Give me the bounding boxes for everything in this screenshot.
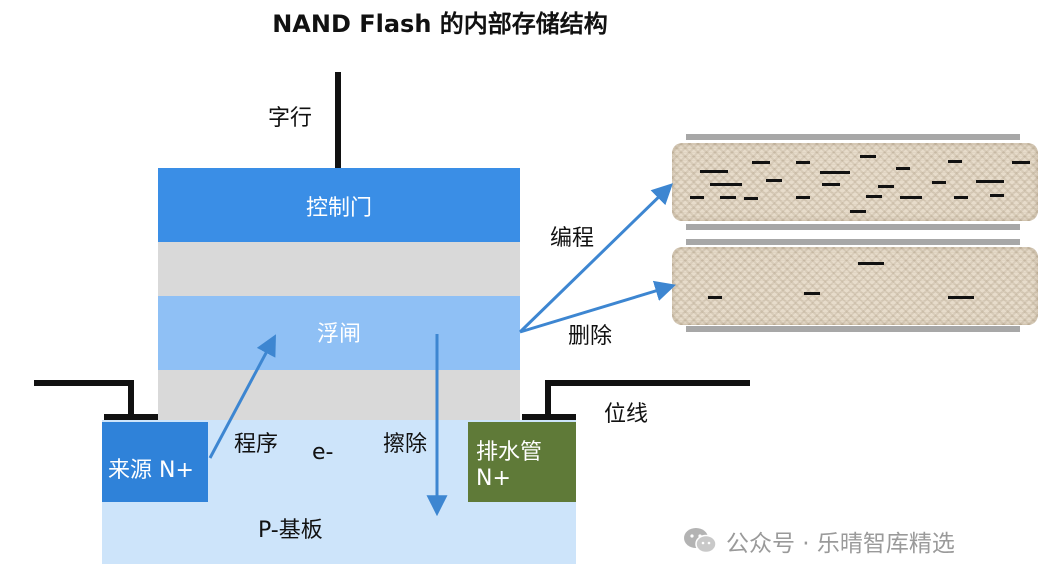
drain-label-line1: 排水管: [476, 440, 543, 465]
electron-mark: [866, 195, 882, 198]
electron-mark: [822, 183, 840, 186]
floating-gate-layer: 浮闸: [158, 296, 520, 370]
source-region: 来源 N+: [102, 422, 208, 502]
source-line-wire-h: [34, 380, 134, 386]
erased-label: 删除: [568, 324, 613, 349]
substrate-label: P-基板: [258, 518, 323, 543]
bit-line-wire-h: [545, 380, 750, 386]
floating-gate-label: 浮闸: [316, 322, 361, 347]
electron-mark: [710, 183, 742, 186]
electron-mark: [896, 167, 910, 170]
electron-mark: [820, 171, 850, 174]
control-gate-layer: 控制门: [158, 168, 520, 242]
electron-mark: [860, 155, 876, 158]
electron-mark: [900, 196, 922, 199]
electron-mark: [954, 196, 968, 199]
erased-panel-bottom-plate: [686, 326, 1020, 332]
source-contact: [104, 414, 158, 420]
diagram-title: NAND Flash 的内部存储结构: [272, 10, 608, 38]
electron-mark: [766, 179, 782, 182]
electron-mark: [796, 161, 810, 164]
electron-mark: [850, 210, 866, 213]
electron-mark: [858, 262, 884, 265]
electron-mark: [976, 180, 1004, 183]
upper-oxide-layer: [158, 242, 520, 296]
erased-state-panel: [672, 247, 1038, 325]
control-gate-label: 控制门: [305, 196, 372, 221]
bit-line-wire-v: [545, 380, 551, 416]
word-line-wire: [335, 72, 341, 168]
electron-mark: [878, 185, 894, 188]
electron-mark: [700, 170, 728, 173]
bit-line-label: 位线: [604, 402, 649, 427]
watermark: 公众号 · 乐晴智库精选: [682, 524, 955, 558]
to-programmed-arrow: [518, 183, 674, 334]
drain-region: 排水管 N+: [468, 422, 576, 502]
electron-mark: [804, 292, 820, 295]
source-line-wire-v: [128, 380, 134, 416]
programmed-label: 编程: [550, 226, 595, 251]
electron-mark: [932, 181, 946, 184]
watermark-text: 公众号 · 乐晴智库精选: [726, 531, 955, 557]
erase-label: 擦除: [383, 432, 428, 457]
program-label: 程序: [234, 432, 279, 457]
electron-mark: [720, 196, 736, 199]
electron-mark: [708, 296, 722, 299]
electron-mark: [990, 194, 1004, 197]
electron-mark: [744, 197, 758, 200]
electron-label: e-: [312, 440, 334, 465]
electron-mark: [948, 296, 974, 299]
electron-mark: [752, 161, 770, 164]
erased-panel-top-plate: [686, 239, 1020, 245]
programmed-panel-top-plate: [686, 134, 1020, 140]
wechat-icon: [684, 528, 717, 554]
tunnel-oxide-layer: [158, 370, 520, 422]
programmed-panel-bottom-plate: [686, 224, 1020, 230]
electron-mark: [690, 196, 704, 199]
drain-label-line2: N+: [476, 466, 511, 491]
electron-mark: [948, 160, 962, 163]
electron-mark: [1012, 161, 1030, 164]
word-line-label: 字行: [268, 106, 313, 131]
electron-mark: [796, 196, 810, 199]
drain-contact: [522, 414, 576, 420]
source-label: 来源 N+: [108, 458, 194, 483]
